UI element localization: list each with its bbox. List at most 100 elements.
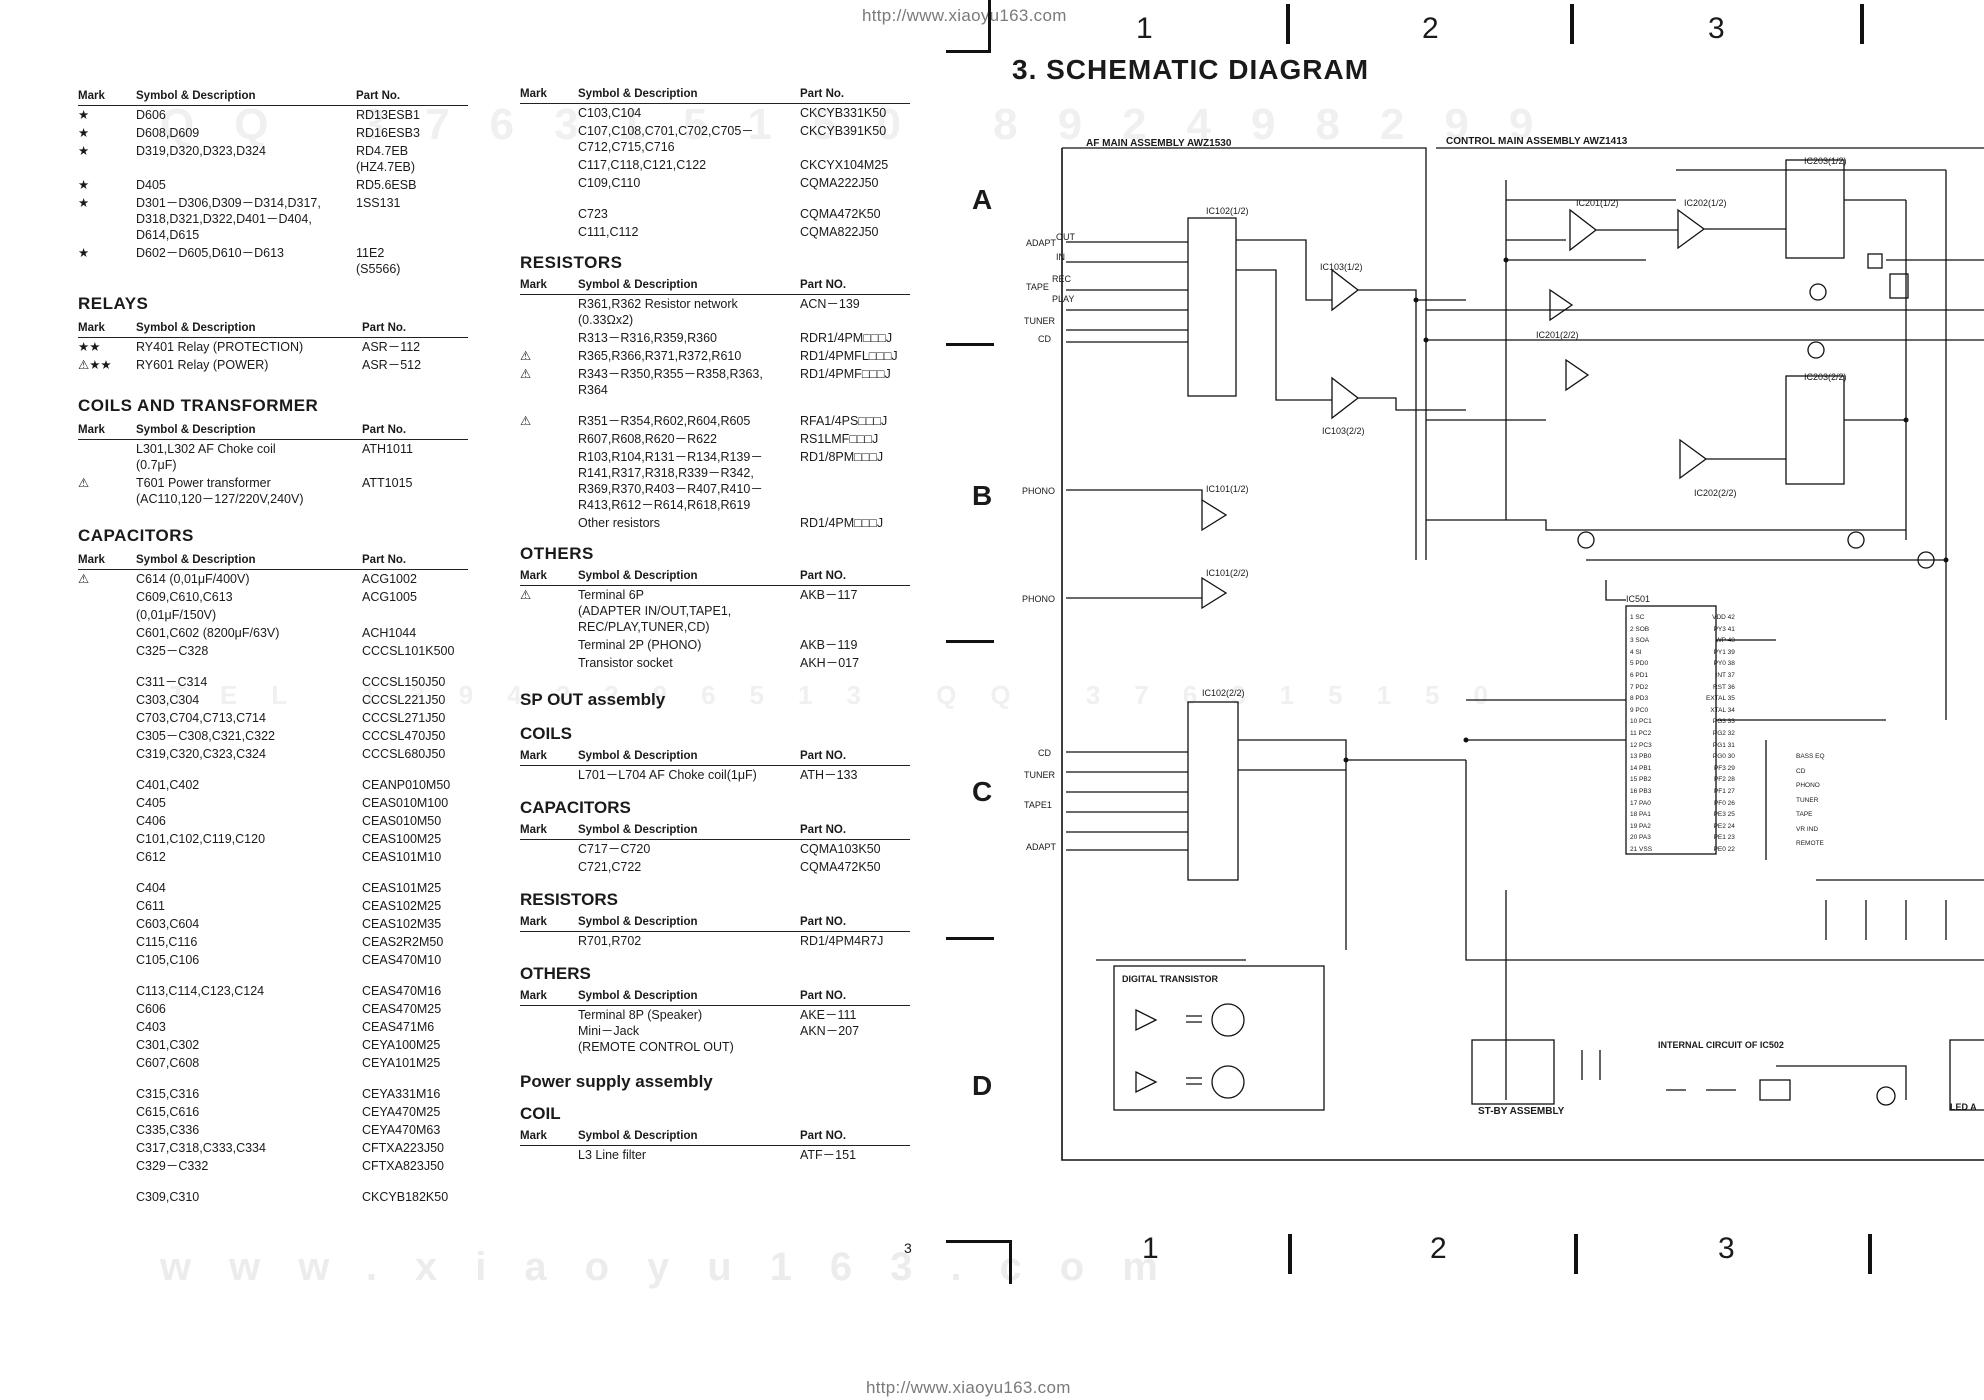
part-number-cell xyxy=(362,606,468,624)
part-number-cell: CQMA822J50 xyxy=(800,225,879,239)
part-number-cell: RD1/4PMF□□□J xyxy=(800,367,891,381)
parts-row: C117,C118,C121,C122 CKCYX104M25 xyxy=(520,156,910,174)
part-number-cell: CKCYB391K50 xyxy=(800,124,887,138)
part-number-cell: CEAS470M25 xyxy=(362,1002,442,1016)
symbol-cell: C601,C602 (8200μF/63V) xyxy=(136,626,280,640)
bottom-url[interactable]: http://www.xiaoyu163.com xyxy=(866,1378,1071,1397)
mark-cell xyxy=(78,440,136,475)
part-number-cell: ACG1005 xyxy=(362,590,417,604)
pin-label: WP 40 xyxy=(1715,637,1735,645)
symbol-cell: C301,C302 xyxy=(136,1038,200,1052)
mark-cell xyxy=(520,636,578,654)
part-number-cell: 11E2 (S5566) xyxy=(356,246,401,276)
symbol-cell: C606 xyxy=(136,1002,166,1016)
others-table: Mark Symbol & Description Part NO. ⚠Term… xyxy=(520,570,910,672)
coils-rows: L301,L302 AF Choke coil (0.7μF)ATH1011⚠T… xyxy=(78,440,468,509)
symbol-cell: L301,L302 AF Choke coil (0.7μF) xyxy=(136,442,276,472)
pin-label: VR IND xyxy=(1796,825,1819,833)
symbol-cell: C117,C118,C121,C122 xyxy=(578,158,707,172)
pin-label: 17 PA0 xyxy=(1630,799,1651,807)
column-divider xyxy=(1574,1234,1578,1274)
pin-label: PE1 23 xyxy=(1713,834,1735,842)
pin-label: PY3 41 xyxy=(1713,625,1735,633)
symbol-cell: Terminal 8P (Speaker) Mini－Jack (REMOTE … xyxy=(578,1008,734,1054)
symbol-header: Symbol & Description xyxy=(578,279,800,295)
pin-label: 21 VSS xyxy=(1630,845,1653,853)
symbol-cell: R607,R608,R620－R622 xyxy=(578,432,717,446)
coils-title: COILS AND TRANSFORMER xyxy=(78,396,319,415)
af-main-label: AF MAIN ASSEMBLY AWZ1530 xyxy=(1086,138,1232,149)
symbol-cell: C405 xyxy=(136,796,166,810)
mark-header: Mark xyxy=(520,570,578,586)
pin-label: PE2 24 xyxy=(1713,822,1735,830)
symbol-cell: Terminal 2P (PHONO) xyxy=(578,638,702,652)
mark-cell xyxy=(78,1036,136,1054)
mark-header: Mark xyxy=(78,322,136,338)
mark-cell xyxy=(78,1000,136,1018)
pin-label: BASS EQ xyxy=(1796,753,1825,760)
symbol-cell: Other resistors xyxy=(578,516,660,530)
middle-watermark: TEL 13942296513 QQ 376315150 xyxy=(170,680,1522,710)
symbol-cell: C609,C610,C613 xyxy=(136,590,233,604)
symbol-cell: C319,C320,C323,C324 xyxy=(136,747,266,761)
ic-label: IC103(1/2) xyxy=(1320,262,1363,272)
part-number-cell: CEAS010M100 xyxy=(362,796,449,810)
mark-cell xyxy=(78,812,136,830)
part-number-cell: CEAS010M50 xyxy=(362,814,442,828)
ic-label: IC202(2/2) xyxy=(1694,488,1737,498)
ic-label: IC102(2/2) xyxy=(1202,688,1245,698)
pin-label: 19 PA2 xyxy=(1630,822,1651,830)
diodes-table: Mark Symbol & Description Part No. ★D606… xyxy=(78,90,468,278)
mark-cell xyxy=(78,606,136,624)
row-divider xyxy=(946,640,994,643)
mark-cell xyxy=(78,951,136,969)
jack-label: PHONO xyxy=(1022,594,1056,604)
row-label: D xyxy=(972,1070,993,1101)
sp-capacitors-table: Mark Symbol & Description Part NO. C717－… xyxy=(520,824,910,876)
parts-row: ★D301－D306,D309－D314,D317, D318,D321,D32… xyxy=(78,194,468,244)
symbol-cell: R313－R316,R359,R360 xyxy=(578,331,717,345)
symbol-cell: D319,D320,D323,D324 xyxy=(136,144,266,158)
pin-label: PG1 31 xyxy=(1712,741,1735,749)
pin-label: 11 PC2 xyxy=(1630,729,1652,737)
part-number-cell: CKCYX104M25 xyxy=(800,158,889,172)
symbol-cell: C721,C722 xyxy=(578,860,642,874)
part-number-cell: CEAS100M25 xyxy=(362,832,442,846)
mark-header: Mark xyxy=(520,750,578,766)
top-url[interactable]: http://www.xiaoyu163.com xyxy=(862,6,1067,25)
pin-label: 20 PA3 xyxy=(1630,834,1651,842)
pin-label: 5 PD0 xyxy=(1630,660,1649,668)
pin-label: PF2 28 xyxy=(1713,776,1735,784)
sp-capacitors-title: CAPACITORS xyxy=(520,798,631,817)
part-number-cell: CEAS101M10 xyxy=(362,850,442,864)
symbol-cell: C305－C308,C321,C322 xyxy=(136,729,275,743)
mark-cell xyxy=(78,915,136,933)
symbol-cell: C611 xyxy=(136,899,165,913)
mark-cell xyxy=(520,932,578,951)
mark-cell xyxy=(78,1103,136,1121)
part-number-cell: CEAS101M25 xyxy=(362,881,442,895)
symbol-cell: C101,C102,C119,C120 xyxy=(136,832,266,846)
pin-label: 10 PC1 xyxy=(1630,718,1652,726)
pin-label: PF1 27 xyxy=(1713,787,1735,795)
part-header: Part NO. xyxy=(800,279,910,295)
ic-label: IC103(2/2) xyxy=(1322,426,1365,436)
mark-cell: ⚠ xyxy=(520,414,532,428)
parts-row: ⚠Terminal 6P (ADAPTER IN/OUT,TAPE1, REC/… xyxy=(520,586,910,637)
sp-coils-rows: L701－L704 AF Choke coil(1μF)ATH－133 xyxy=(520,766,910,785)
capacitors-table: Mark Symbol & Description Part No. ⚠C614… xyxy=(78,554,468,1206)
mark-cell: ⚠ xyxy=(520,588,532,602)
mark-cell xyxy=(520,840,578,859)
mark-cell: ★ xyxy=(78,108,90,122)
sp-others-rows: Terminal 8P (Speaker) Mini－Jack (REMOTE … xyxy=(520,1006,910,1057)
mark-header: Mark xyxy=(78,554,136,570)
bottom-watermark: www.xiaoyu163.com xyxy=(160,1245,1196,1289)
parts-row: ⚠C614 (0,01μF/400V)ACG1002 xyxy=(78,570,468,589)
part-number-cell: ACN－139 xyxy=(800,297,860,311)
